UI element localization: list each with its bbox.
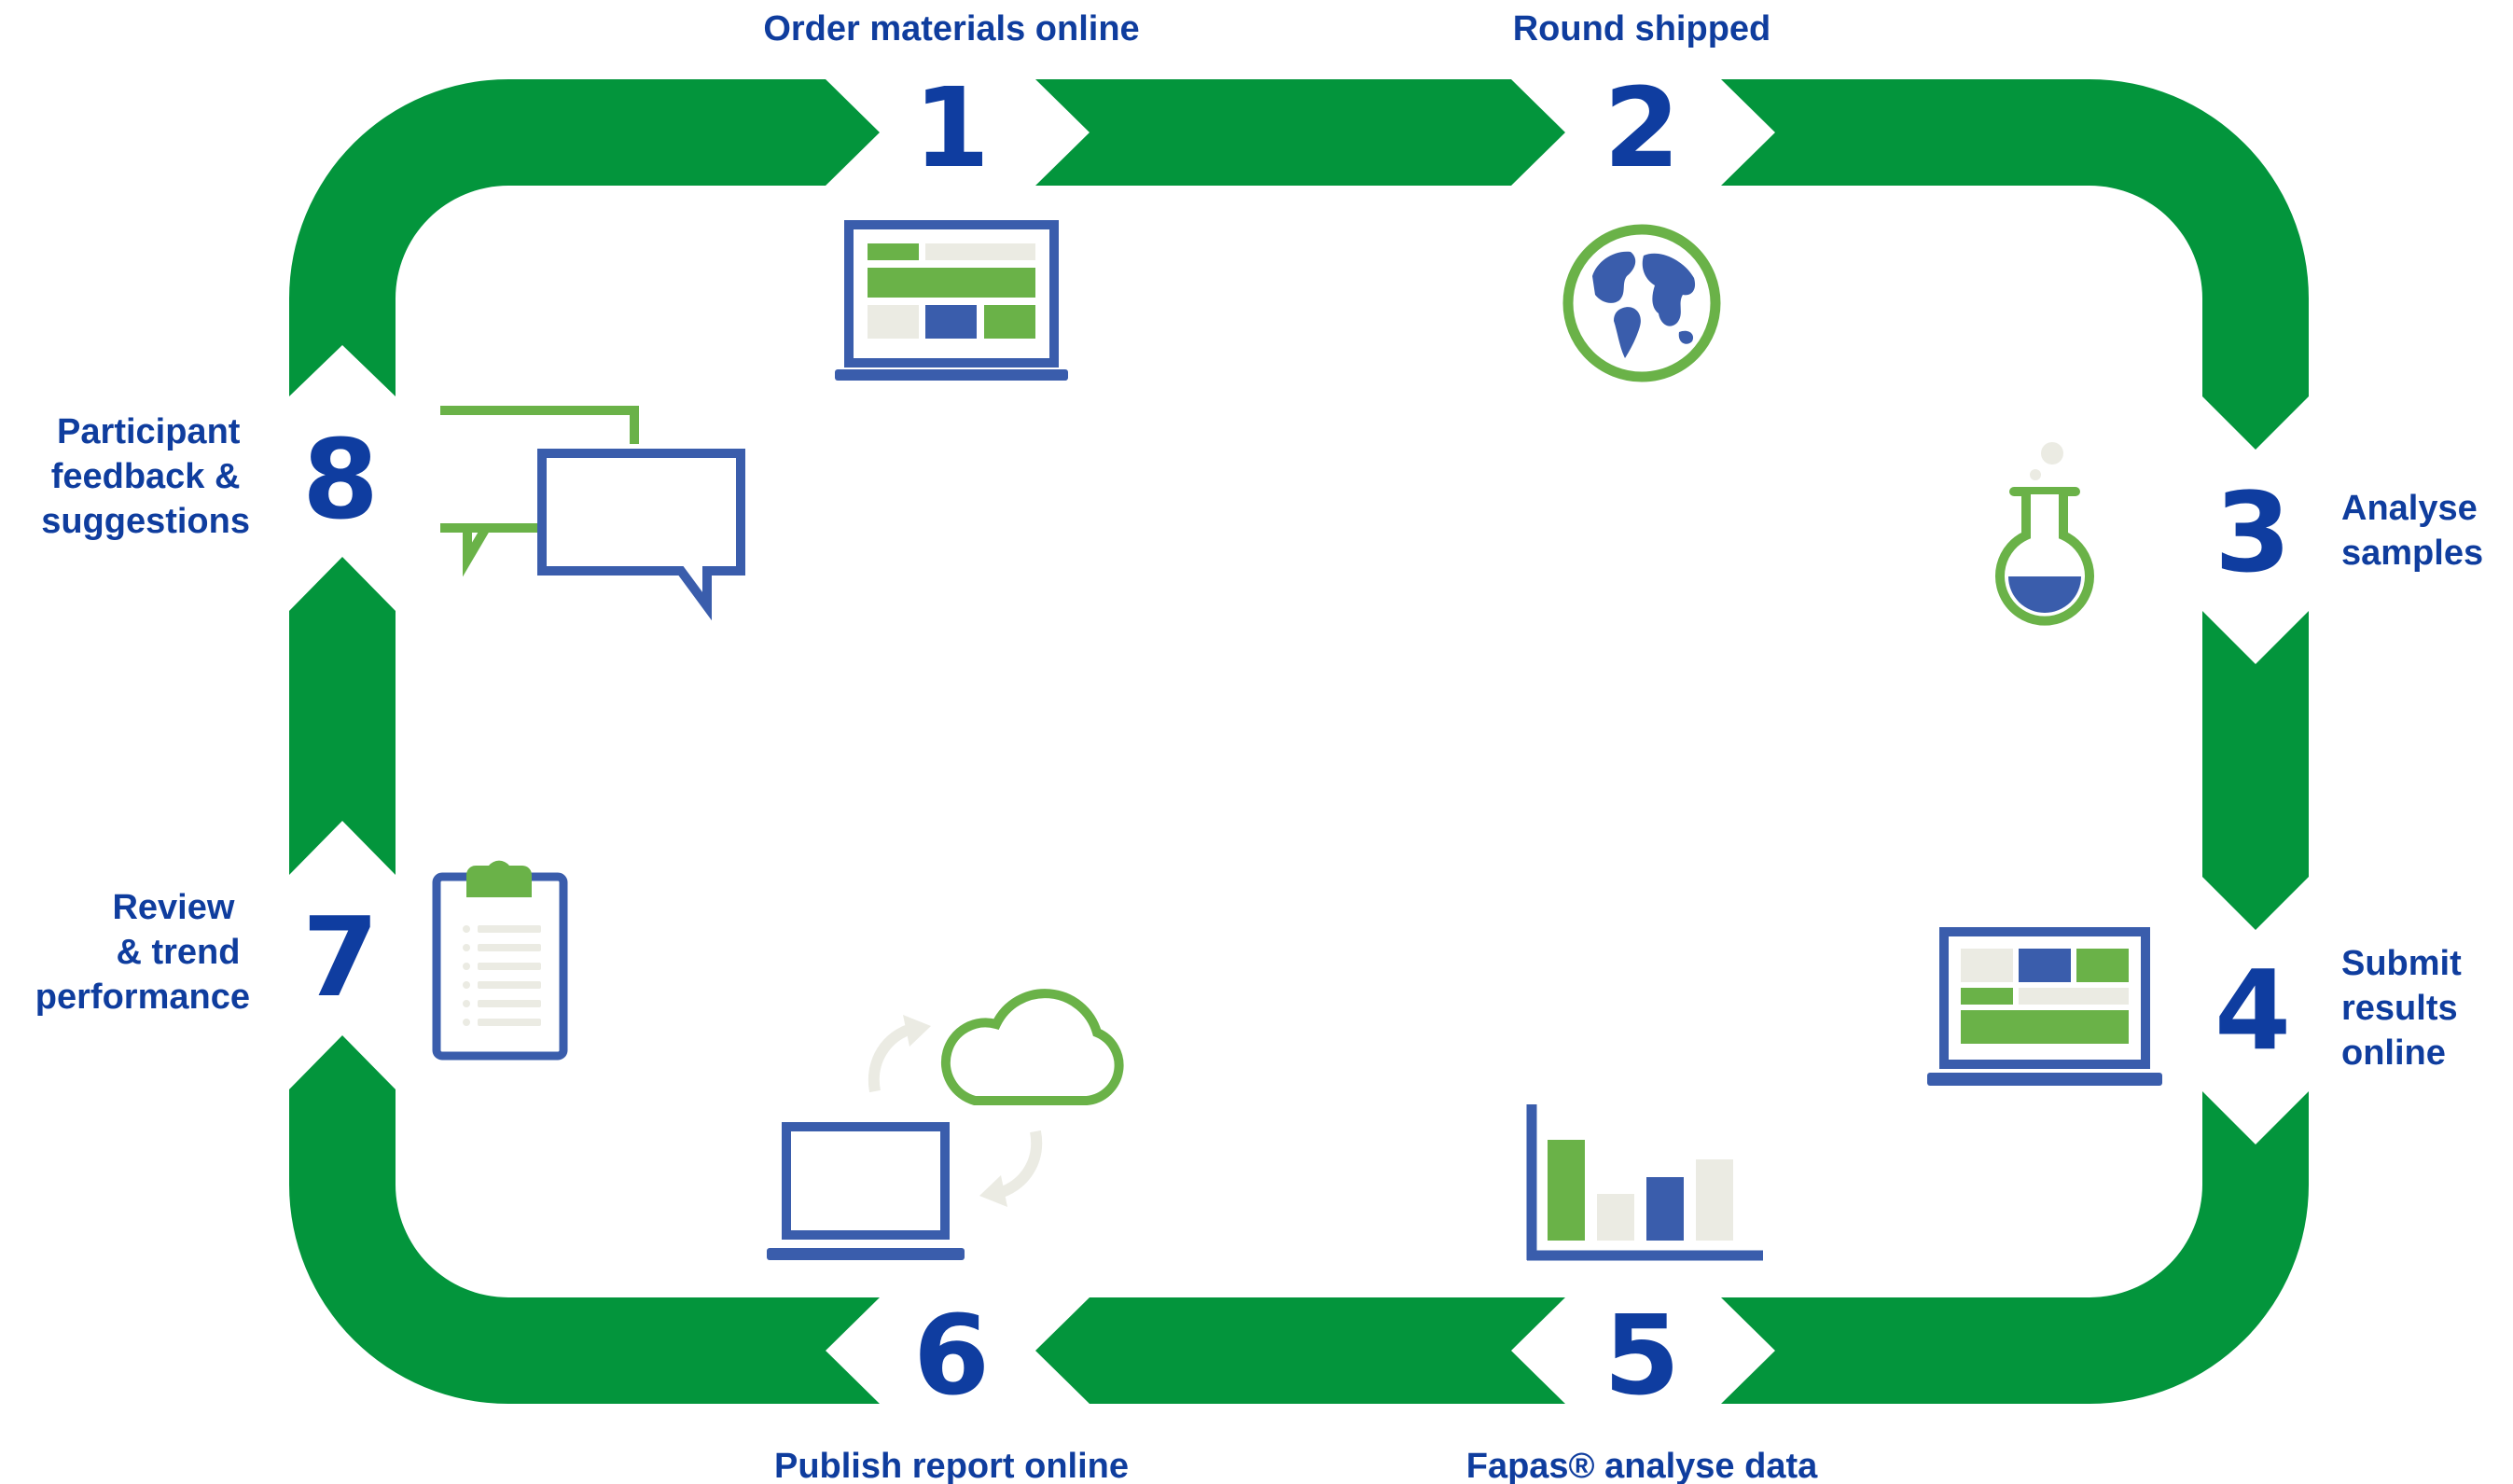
step-4-label-line: online: [2341, 1033, 2446, 1073]
clipboard-icon: [432, 860, 568, 1061]
arrow-segment-8-to-1: [289, 79, 880, 396]
step-numbers: 1 2 3 4 5 6 7 8: [302, 63, 2291, 1420]
step-3-number: 3: [2214, 468, 2291, 597]
step-7-label-line: performance: [35, 978, 250, 1017]
step-3-label: Analyse samples: [2341, 489, 2487, 573]
step-3-label-line: samples: [2341, 534, 2483, 573]
laptop-cloud-sync-icon: [767, 989, 1124, 1260]
arrow-segment-5-to-6: [1035, 1297, 1565, 1404]
arrow-segment-1-to-2: [1035, 79, 1565, 186]
step-1-label-line: Order materials online: [763, 9, 1139, 49]
step-5-label-line: Fapas® analyse data: [1466, 1447, 1818, 1484]
step-2-label-line: Round shipped: [1513, 9, 1771, 49]
laptop-results-icon: [1927, 927, 2162, 1086]
step-2-number: 2: [1604, 63, 1680, 192]
step-8-label-line: Participant: [57, 412, 241, 451]
arrow-segment-2-to-3: [1721, 79, 2309, 450]
globe-icon: [1562, 224, 1721, 382]
bar-chart-icon: [1526, 1104, 1763, 1261]
arrow-segment-3-to-4: [2202, 611, 2309, 930]
step-4-label-line: results: [2341, 989, 2458, 1028]
step-5-label: Fapas® analyse data: [1466, 1447, 1818, 1484]
arrow-segment-4-to-5: [1721, 1091, 2309, 1404]
laptop-dashboard-icon: [835, 220, 1068, 381]
flask-icon: [1995, 442, 2094, 626]
step-7-label: Review & trend performance: [35, 888, 250, 1017]
step-6-label-line: Publish report online: [774, 1447, 1129, 1484]
arrow-segment-6-to-7: [289, 1035, 880, 1404]
step-6-number: 6: [913, 1291, 990, 1420]
step-6-label: Publish report online: [774, 1447, 1129, 1484]
step-8-label-line: suggestions: [41, 502, 250, 541]
step-labels: Order materials online Round shipped Ana…: [35, 9, 2487, 1484]
step-8-label: Participant feedback & suggestions: [41, 412, 250, 541]
step-8-label-line: feedback &: [51, 457, 241, 496]
step-2-label: Round shipped: [1513, 9, 1771, 49]
step-5-number: 5: [1604, 1291, 1680, 1420]
step-1-label: Order materials online: [763, 9, 1139, 49]
speech-bubbles-icon: [440, 406, 745, 621]
arrow-segment-7-to-8: [289, 557, 396, 875]
step-8-number: 8: [302, 415, 379, 544]
cycle-arrow-band: [289, 79, 2309, 1404]
step-4-label: Submit results online: [2341, 944, 2471, 1073]
step-7-number: 7: [302, 893, 379, 1021]
step-1-number: 1: [913, 63, 990, 192]
step-7-label-line: & trend: [116, 933, 240, 972]
step-7-label-line: Review: [112, 888, 234, 927]
step-3-label-line: Analyse: [2341, 489, 2478, 528]
step-4-number: 4: [2214, 946, 2291, 1075]
step-4-label-line: Submit: [2341, 944, 2462, 983]
